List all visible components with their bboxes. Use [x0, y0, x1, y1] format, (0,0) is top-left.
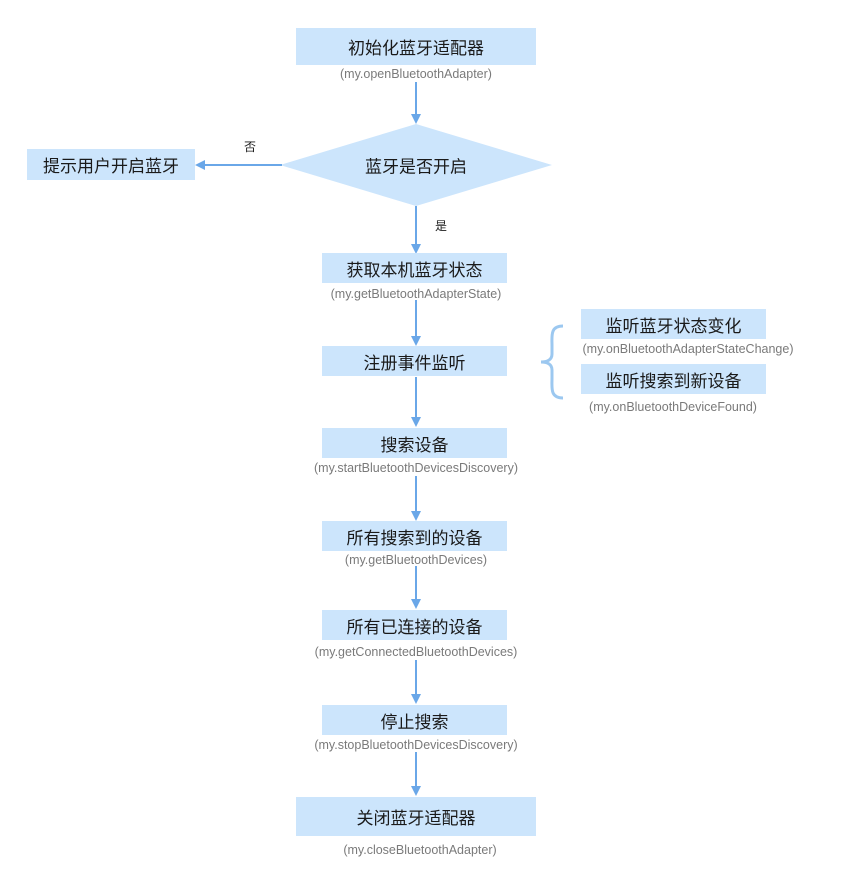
node-init-api: (my.openBluetoothAdapter) [340, 67, 492, 81]
node-all-found: 所有搜索到的设备 [322, 521, 507, 551]
node-all-found-label: 所有搜索到的设备 [346, 528, 483, 549]
node-get-state-label: 获取本机蓝牙状态 [346, 260, 483, 281]
node-prompt-label: 提示用户开启蓝牙 [43, 157, 179, 177]
node-listen-found-api: (my.onBluetoothDeviceFound) [589, 400, 757, 414]
node-stop-api: (my.stopBluetoothDevicesDiscovery) [314, 738, 518, 752]
edge-label-yes: 是 [435, 219, 448, 233]
node-listen-state: 监听蓝牙状态变化 [581, 309, 766, 339]
node-close-api: (my.closeBluetoothAdapter) [343, 843, 497, 857]
node-listen-found: 监听搜索到新设备 [581, 364, 766, 394]
node-listen-found-label: 监听搜索到新设备 [605, 371, 742, 392]
node-get-state: 获取本机蓝牙状态 [322, 253, 507, 283]
node-all-connected-label: 所有已连接的设备 [346, 617, 483, 638]
node-stop-label: 停止搜索 [380, 712, 449, 733]
node-listen-state-api: (my.onBluetoothAdapterStateChange) [582, 342, 794, 356]
node-close-label: 关闭蓝牙适配器 [356, 809, 476, 829]
decision-diamond [280, 124, 552, 206]
node-register: 注册事件监听 [322, 346, 507, 376]
node-init-label: 初始化蓝牙适配器 [348, 39, 484, 59]
node-all-connected: 所有已连接的设备 [322, 610, 507, 640]
node-all-connected-api: (my.getConnectedBluetoothDevices) [314, 645, 518, 659]
decision-label: 蓝牙是否开启 [365, 157, 467, 178]
node-get-state-api: (my.getBluetoothAdapterState) [330, 287, 502, 301]
node-close: 关闭蓝牙适配器 [296, 797, 536, 836]
node-search: 搜索设备 [322, 428, 507, 458]
node-prompt: 提示用户开启蓝牙 [27, 149, 195, 180]
node-init: 初始化蓝牙适配器 [296, 28, 536, 65]
node-listen-state-label: 监听蓝牙状态变化 [605, 316, 742, 337]
node-search-label: 搜索设备 [380, 435, 449, 456]
curly-brace [540, 324, 564, 400]
node-stop: 停止搜索 [322, 705, 507, 735]
edge-label-no: 否 [244, 140, 257, 154]
node-register-label: 注册事件监听 [363, 353, 466, 374]
node-search-api: (my.startBluetoothDevicesDiscovery) [314, 461, 518, 475]
node-all-found-api: (my.getBluetoothDevices) [344, 553, 488, 567]
